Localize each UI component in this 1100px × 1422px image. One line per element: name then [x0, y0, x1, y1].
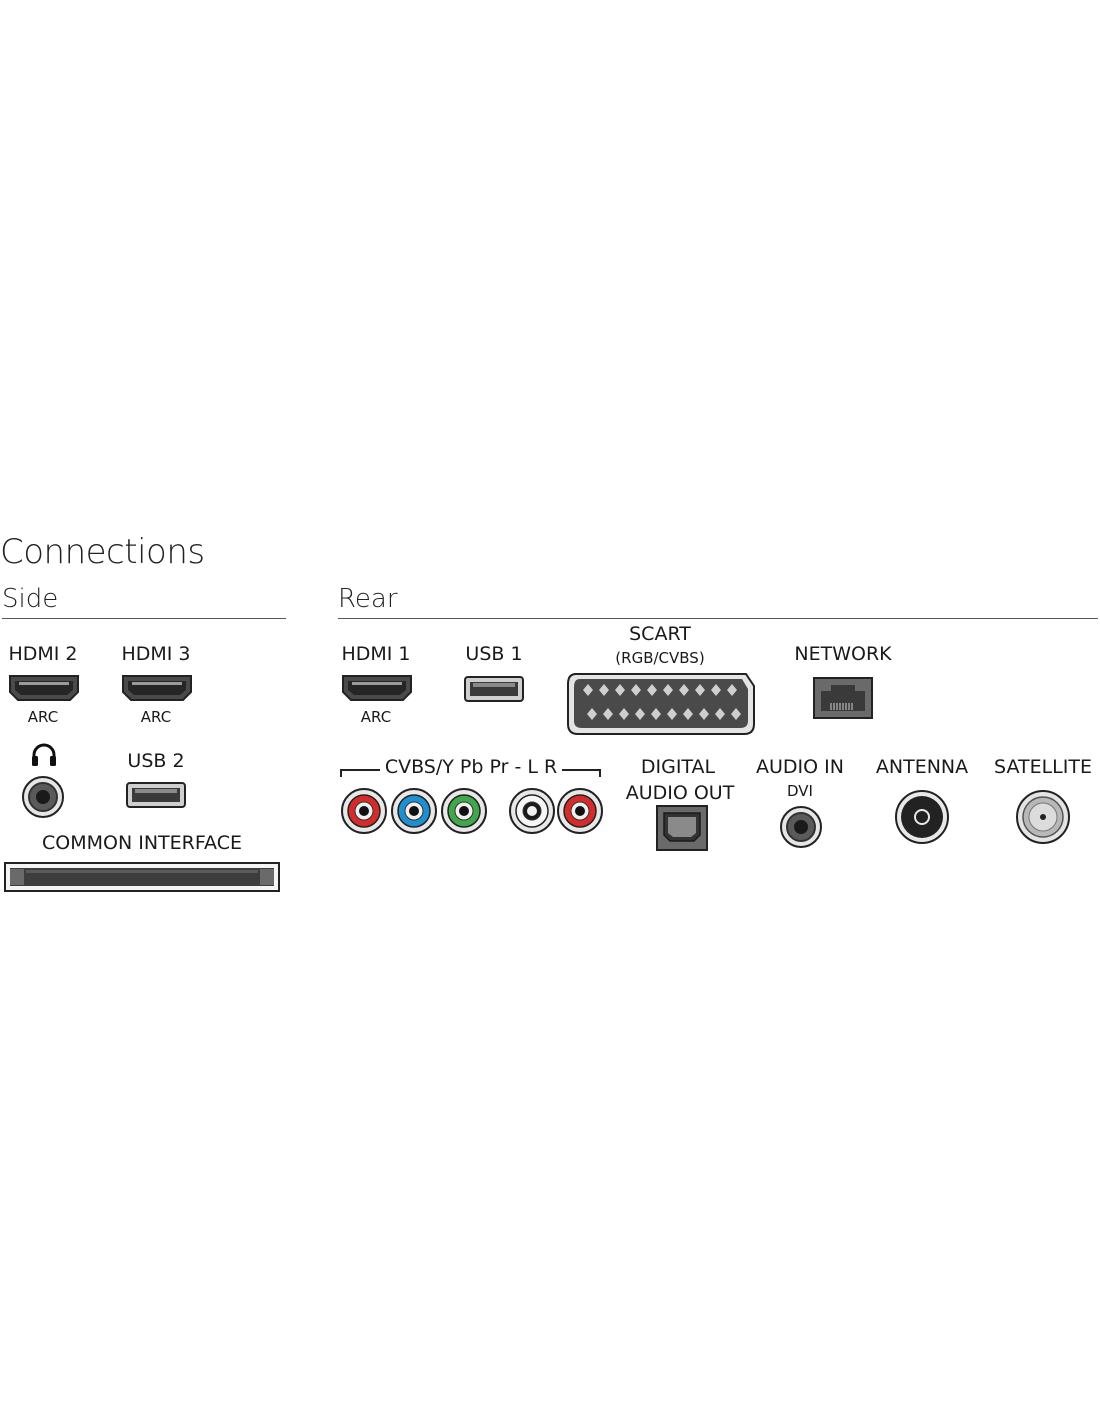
scart-pin [603, 708, 613, 720]
digital-audio-out-label-line1: DIGITAL [640, 756, 716, 778]
rear-divider [338, 618, 1098, 619]
satellite-label: SATELLITE [994, 756, 1092, 778]
usb2-port-icon [126, 782, 186, 808]
optical-audio-port-icon [656, 805, 708, 851]
scart-pin [631, 684, 641, 696]
antenna-label: ANTENNA [875, 756, 969, 778]
audio-in-jack-port-icon [780, 806, 822, 848]
scart-pin [615, 684, 625, 696]
usb2-label: USB 2 [127, 750, 185, 772]
scart-pin [583, 684, 593, 696]
satellite-port-icon [1016, 790, 1070, 844]
common-interface-label: COMMON INTERFACE [42, 832, 242, 854]
headphone-jack-port-icon [22, 776, 64, 818]
side-divider [2, 618, 286, 619]
antenna-port-icon [895, 790, 949, 844]
hdmi2-label: HDMI 2 [8, 643, 78, 665]
scart-pin [635, 708, 645, 720]
hdmi2-sub-label: ARC [27, 708, 59, 726]
scart-pin [715, 708, 725, 720]
rear-section-title: Rear [338, 584, 398, 614]
scart-pin [599, 684, 609, 696]
hdmi3-port-icon [122, 675, 192, 701]
scart-port-icon [567, 673, 755, 735]
scart-label: SCART [629, 623, 691, 645]
page-title: Connections [0, 532, 205, 572]
scart-pin [587, 708, 597, 720]
scart-pin [683, 708, 693, 720]
audio-in-label: AUDIO IN [756, 756, 844, 778]
scart-sub-label: (RGB/CVBS) [615, 649, 705, 667]
hdmi3-sub-label: ARC [140, 708, 172, 726]
common-interface-slot-icon [4, 862, 280, 892]
component-bracket [340, 769, 601, 777]
hdmi1-label: HDMI 1 [341, 643, 411, 665]
audio-right-red-rca-port-icon [557, 788, 603, 834]
hdmi2-port-icon [9, 675, 79, 701]
audio-in-sub-label: DVI [787, 782, 813, 800]
audio-left-white-rca-port-icon [509, 788, 555, 834]
network-ethernet-port-icon [813, 677, 873, 719]
cvbs-y-red-rca-port-icon [341, 788, 387, 834]
digital-audio-out-label-line2: AUDIO OUT [625, 782, 735, 804]
scart-pin [695, 684, 705, 696]
scart-pin [667, 708, 677, 720]
pb-blue-rca-port-icon [391, 788, 437, 834]
usb1-label: USB 1 [465, 643, 523, 665]
scart-pin [663, 684, 673, 696]
scart-pin [647, 684, 657, 696]
hdmi3-label: HDMI 3 [121, 643, 191, 665]
scart-pin [727, 684, 737, 696]
scart-pin [619, 708, 629, 720]
scart-pin [711, 684, 721, 696]
component-label: CVBS/Y Pb Pr - L R [382, 756, 560, 779]
scart-pin [651, 708, 661, 720]
scart-pin [679, 684, 689, 696]
scart-pin [731, 708, 741, 720]
headphones-icon [32, 743, 56, 766]
hdmi1-port-icon [342, 675, 412, 701]
usb1-port-icon [464, 676, 524, 702]
pr-green-rca-port-icon [441, 788, 487, 834]
scart-pin [699, 708, 709, 720]
hdmi1-sub-label: ARC [360, 708, 392, 726]
network-label: NETWORK [794, 643, 892, 665]
side-section-title: Side [2, 584, 59, 614]
